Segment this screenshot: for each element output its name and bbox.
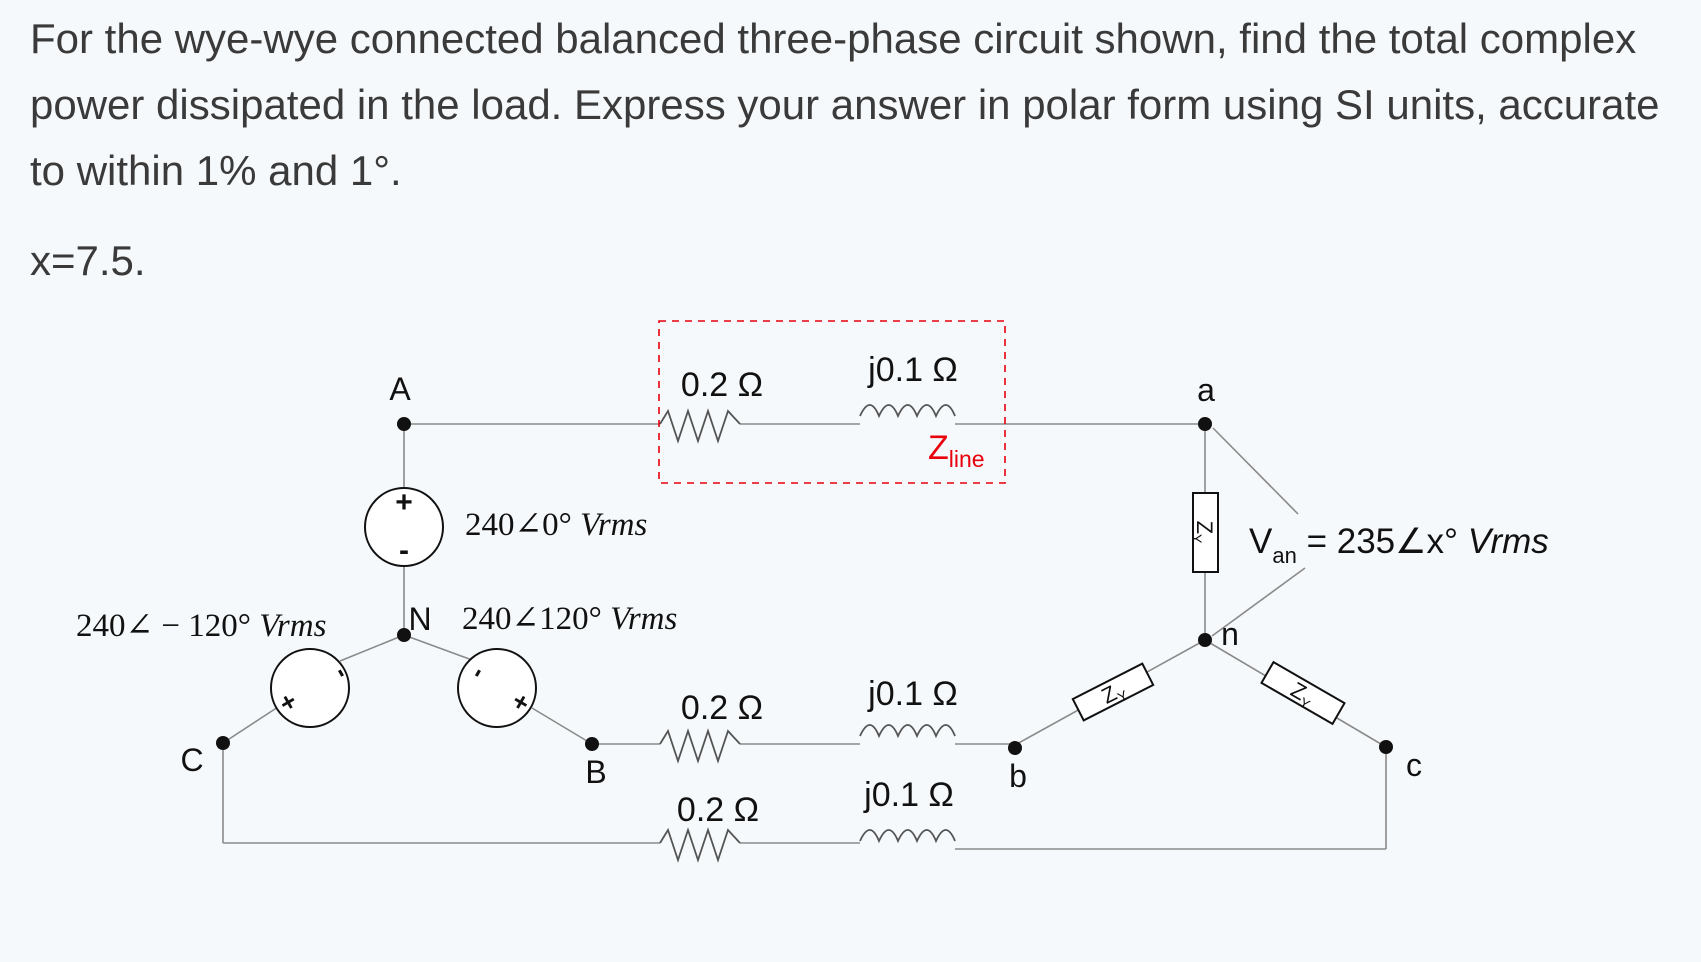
node-dot-B	[585, 737, 599, 751]
node-label-N: N	[408, 601, 431, 637]
node-label-a: a	[1197, 372, 1215, 408]
source-a-plus: +	[395, 486, 413, 519]
source-a-voltage-unit: Vrms	[580, 507, 647, 543]
node-label-b: b	[1009, 758, 1027, 794]
resistor-line-b	[659, 728, 741, 764]
node-dot-a	[1198, 417, 1212, 431]
source-c-voltage-label: 240∠ − 120° Vrms	[76, 608, 326, 644]
source-a-minus: -	[399, 534, 409, 567]
line-a-resistance-label: 0.2 Ω	[681, 366, 763, 404]
inductor-line-c	[859, 829, 956, 844]
node-dot-A	[397, 417, 411, 431]
question-text: For the wye-wye connected balanced three…	[30, 15, 1660, 194]
load-impedance-c: ZY	[1260, 660, 1346, 726]
van-label-unit: Vrms	[1468, 522, 1549, 561]
node-dot-n	[1198, 633, 1212, 647]
wire-N-to-B-source	[403, 634, 473, 661]
node-label-A: A	[389, 371, 411, 407]
inductor-line-a	[859, 404, 956, 419]
van-measure-line-bottom	[1211, 567, 1306, 637]
node-dot-N	[397, 628, 411, 642]
node-dot-c	[1379, 740, 1393, 754]
node-label-C: C	[180, 742, 203, 778]
wire-N-to-C-source	[339, 634, 405, 662]
svg-text:ZY: ZY	[1189, 521, 1217, 544]
node-label-B: B	[585, 754, 606, 790]
source-b-voltage-unit: Vrms	[610, 601, 677, 637]
node-label-c: c	[1406, 747, 1422, 783]
load-impedance-a: ZY	[1189, 492, 1219, 573]
van-measure-line-top	[1212, 427, 1299, 515]
voltage-source-a: + -	[364, 486, 444, 567]
line-c-reactance-label: j0.1 Ω	[863, 776, 954, 814]
resistor-line-a	[659, 408, 741, 444]
zline-box	[658, 320, 1006, 484]
line-c-resistance-label: 0.2 Ω	[677, 791, 759, 829]
source-a-voltage-label: 240∠0° Vrms	[465, 507, 647, 543]
wire-C-source-to-C	[222, 706, 279, 744]
load-a-z-label: Z	[1192, 521, 1217, 534]
resistor-line-c	[659, 827, 741, 863]
voltage-source-c: + -	[270, 648, 358, 728]
van-label: Van = 235∠x° Vrms	[1249, 522, 1549, 568]
wire-B-source-to-B	[531, 707, 593, 745]
source-a-voltage-value: 240∠0°	[465, 507, 580, 543]
van-label-sub: an	[1272, 543, 1296, 568]
line-b-reactance-label: j0.1 Ω	[867, 675, 958, 713]
load-impedance-b: ZY	[1071, 662, 1155, 722]
given-value: x=7.5.	[30, 237, 146, 284]
van-label-main: V	[1249, 522, 1273, 561]
zline-label-main: Z	[928, 429, 949, 467]
zline-label: Zline	[928, 429, 985, 472]
node-dot-C	[216, 736, 230, 750]
node-dot-b	[1008, 741, 1022, 755]
load-a-z-sub: Y	[1189, 534, 1205, 544]
line-a-reactance-label: j0.1 Ω	[867, 351, 958, 389]
source-b-voltage-value: 240∠120°	[462, 601, 610, 637]
source-b-voltage-label: 240∠120° Vrms	[462, 601, 677, 637]
voltage-source-b: - +	[457, 648, 537, 728]
zline-label-sub: line	[949, 446, 985, 472]
line-b-resistance-label: 0.2 Ω	[681, 689, 763, 727]
van-label-eq: = 235∠x°	[1297, 522, 1468, 561]
node-label-n: n	[1221, 616, 1239, 652]
inductor-line-b	[859, 724, 956, 739]
source-c-voltage-value: 240∠ − 120°	[76, 608, 259, 644]
source-c-voltage-unit: Vrms	[259, 608, 326, 644]
